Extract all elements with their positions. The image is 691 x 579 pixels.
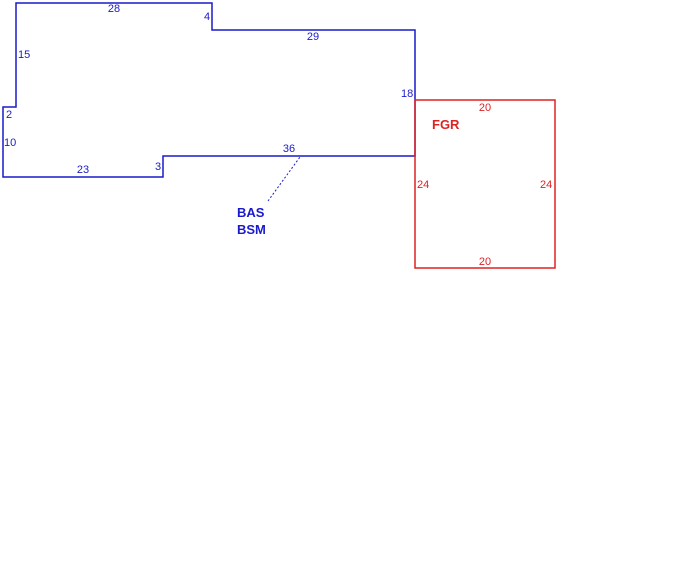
dim-left-lower: 10	[4, 137, 16, 149]
dim-step-top: 4	[204, 11, 210, 23]
dim-bottom-left: 23	[77, 164, 89, 176]
dim-left-notch: 2	[6, 109, 12, 121]
dim-top: 28	[108, 3, 120, 15]
dim-bottom-right: 36	[283, 143, 295, 155]
garage-outline	[414, 99, 556, 269]
dim-upper-right-top: 29	[307, 31, 319, 43]
area-label-bsm: BSM	[237, 222, 266, 237]
area-label-bas: BAS	[237, 205, 265, 220]
leader-line	[267, 156, 301, 202]
garage-dim-bottom: 20	[479, 256, 491, 268]
dim-step-bottom: 3	[155, 161, 161, 173]
garage-label-fgr: FGR	[432, 117, 460, 132]
main-area-outline	[2, 2, 416, 178]
garage-dim-right: 24	[540, 179, 552, 191]
dim-left-upper: 15	[18, 49, 30, 61]
dim-right: 18	[401, 88, 413, 100]
garage-dim-top: 20	[479, 102, 491, 114]
garage-dim-left: 24	[417, 179, 429, 191]
